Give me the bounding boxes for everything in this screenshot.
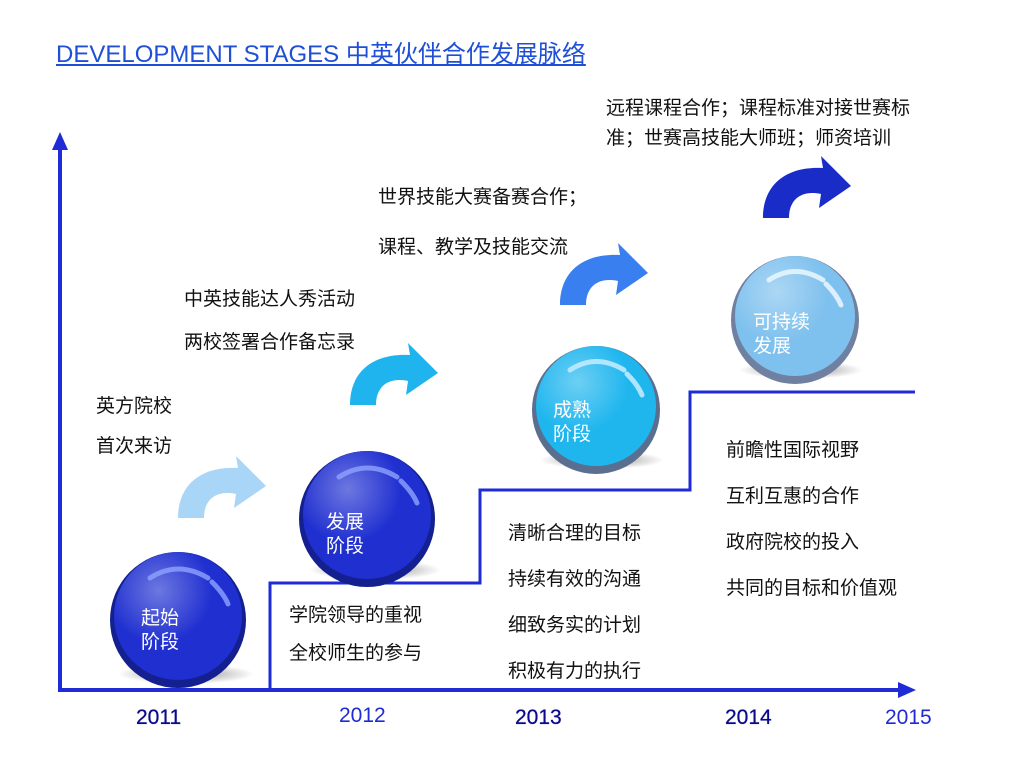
milestone-text-2013: 世界技能大赛备赛合作； 课程、教学及技能交流 (378, 172, 587, 272)
stage-staircase (268, 390, 915, 690)
milestone-line: 英方院校 (96, 395, 173, 417)
year-label-2012: 2012 (339, 704, 386, 727)
factor-text-2013: 清晰合理的目标 持续有效的沟通 细致务实的计划 积极有力的执行 (508, 510, 641, 694)
stage-label-line: 发展 (326, 511, 365, 533)
factor-text-2014: 前瞻性国际视野 互利互惠的合作 政府院校的投入 共同的目标和价值观 (726, 427, 897, 611)
stage-circle-mature (532, 346, 664, 474)
year-label-2014: 2014 (725, 706, 772, 729)
stage-label-line: 成熟 (553, 399, 592, 421)
milestone-text-2011: 英方院校 首次来访 (96, 386, 172, 466)
year-label-2011: 2011 (136, 706, 182, 729)
stage-label-sustainable: 可持续 发展 (753, 310, 810, 358)
year-label-2013: 2013 (515, 706, 562, 729)
stage-circle-start (110, 552, 254, 688)
factor-line: 细致务实的计划 (508, 614, 642, 636)
stage-label-line: 阶段 (553, 423, 592, 445)
page-title[interactable]: DEVELOPMENT STAGES 中英伙伴合作发展脉络 (56, 41, 586, 68)
stage-circle-development (299, 451, 441, 587)
stage-circle-sustainable (731, 256, 863, 384)
stage-label-line: 阶段 (141, 631, 180, 653)
curved-arrow-icon (350, 343, 438, 405)
stage-label-line: 发展 (753, 335, 792, 357)
milestone-line: 世界技能大赛备赛合作； (378, 186, 588, 208)
stage-label-start: 起始 阶段 (141, 606, 179, 654)
milestone-text-2012: 中英技能达人秀活动 两校签署合作备忘录 (184, 278, 355, 364)
factor-line: 前瞻性国际视野 (726, 439, 860, 461)
factor-line: 政府院校的投入 (726, 531, 860, 553)
curved-arrow-icon (178, 456, 266, 518)
factor-line: 持续有效的沟通 (508, 568, 642, 590)
curved-arrow-icon (560, 243, 648, 305)
year-label-2015: 2015 (885, 706, 932, 729)
curved-arrow-icon (763, 156, 851, 218)
stage-label-line: 起始 (141, 607, 180, 629)
milestone-line: 两校签署合作备忘录 (184, 331, 356, 353)
stage-label-line: 阶段 (326, 535, 365, 557)
milestone-line: 课程、教学及技能交流 (378, 236, 569, 258)
factor-line: 互利互惠的合作 (726, 485, 860, 507)
x-axis-arrowhead (898, 682, 916, 698)
stage-label-mature: 成熟 阶段 (553, 398, 591, 446)
factor-line: 清晰合理的目标 (508, 522, 642, 544)
stage-label-development: 发展 阶段 (326, 510, 364, 558)
milestone-line: 准；世赛高技能大师班；师资培训 (606, 127, 892, 149)
milestone-text-2014: 远程课程合作；课程标准对接世赛标 准；世赛高技能大师班；师资培训 (606, 93, 910, 153)
factor-line: 学院领导的重视 (289, 604, 423, 626)
factor-line: 共同的目标和价值观 (726, 577, 898, 599)
factor-line: 全校师生的参与 (289, 642, 423, 664)
milestone-line: 远程课程合作；课程标准对接世赛标 (606, 97, 911, 119)
y-axis-arrowhead (52, 132, 68, 150)
stage-label-line: 可持续 (753, 311, 811, 333)
factor-line: 积极有力的执行 (508, 660, 642, 682)
milestone-line: 首次来访 (96, 435, 173, 457)
factor-text-2012: 学院领导的重视 全校师生的参与 (289, 596, 422, 672)
milestone-line: 中英技能达人秀活动 (184, 288, 356, 310)
